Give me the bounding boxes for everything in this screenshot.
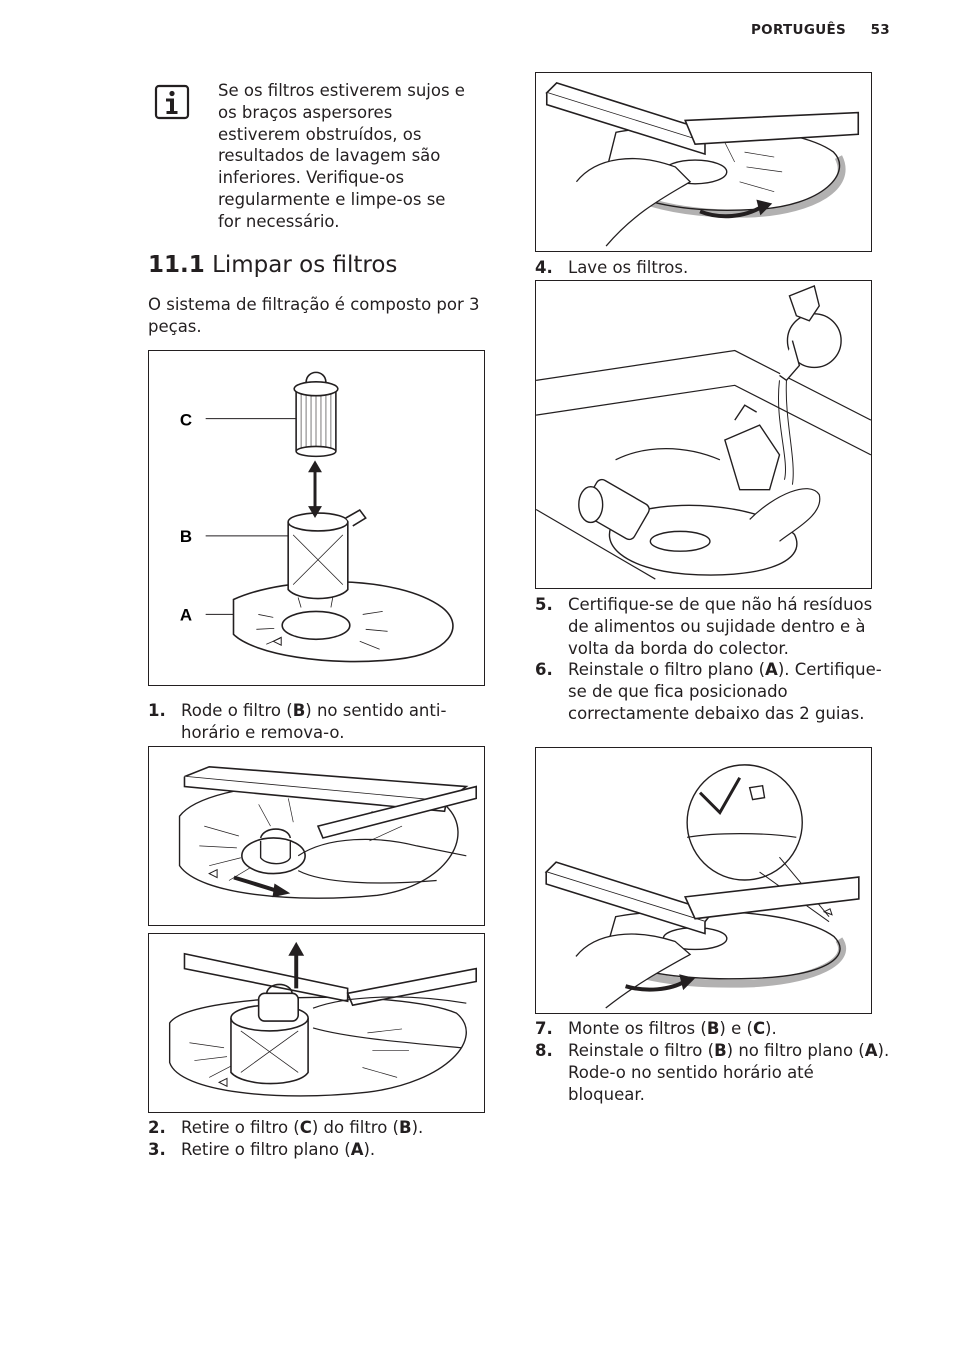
wash-filters-figure (535, 280, 872, 589)
page-header: PORTUGUÊS 53 (751, 22, 890, 38)
remove-filter-figure (148, 933, 485, 1113)
header-language: PORTUGUÊS (750, 22, 847, 38)
section-number: 11.1 (148, 252, 205, 278)
filter-parts-figure: C B A (148, 350, 485, 686)
info-icon (154, 84, 190, 120)
page-number: 53 (870, 22, 890, 38)
note-text: Se os filtros estiverem sujos e os braço… (218, 81, 465, 231)
intro-text: O sistema de filtração é composto por 3 … (148, 295, 480, 336)
section-heading: 11.1 Limpar os filtros (148, 252, 397, 278)
label-c: C (180, 411, 192, 430)
label-a: A (180, 605, 192, 624)
rotate-filter-figure (148, 746, 485, 926)
rotate-plate-figure (535, 72, 872, 252)
info-note: Se os filtros estiverem sujos e os braço… (148, 80, 498, 240)
section-title: Limpar os filtros (212, 252, 398, 278)
label-b: B (180, 527, 192, 546)
reinstall-plate-figure (535, 747, 872, 1014)
